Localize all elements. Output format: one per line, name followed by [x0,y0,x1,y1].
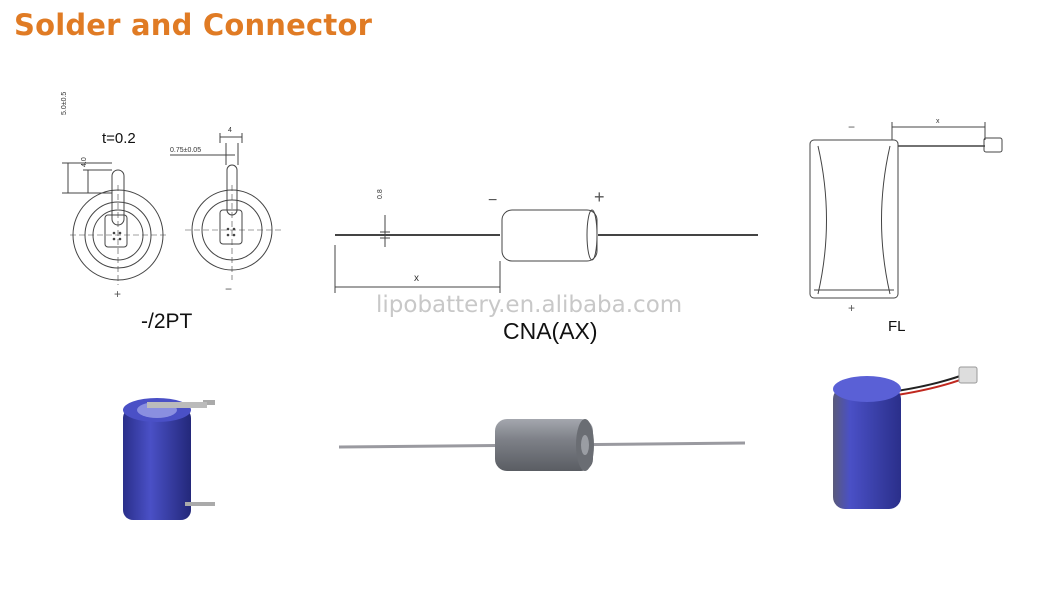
pt-drawing: 5.0±0.5 4.0 0.75±0.05 4 t=0.2 + − [61,92,282,301]
fl-drawing: x − + [809,118,1003,315]
cna-plus-sign: + [594,187,605,207]
fl-plus-sign: + [848,301,855,315]
pt-pin-width-dim: 0.75±0.05 [170,147,201,154]
pt-height-dim: 5.0±0.5 [61,92,68,115]
pt-plus-sign: + [114,287,121,301]
watermark: lipobattery.en.alibaba.com [376,292,683,318]
pt-thickness-dim: t=0.2 [102,130,136,147]
cna-lead-diameter-dim: 0.8 [377,189,384,199]
fl-wire-length-dim: x [936,118,940,125]
cna-lead-length-dim: x [414,273,419,284]
fl-battery-image [833,366,978,509]
cna-minus-sign: − [488,192,497,209]
fl-label: FL [888,318,906,335]
pt-battery-image [123,398,215,520]
page-title: Solder and Connector [14,8,373,42]
pt-tab-width-dim: 4 [228,127,232,134]
cna-drawing: 0.8 x − + [334,187,758,293]
cna-label: CNA(AX) [503,318,598,344]
pt-label: -/2PT [141,310,193,333]
pt-minus-sign: − [225,282,232,296]
fl-minus-sign: − [848,120,855,134]
pt-tab-length-dim: 4.0 [81,157,88,167]
axial-battery-image [338,419,746,471]
